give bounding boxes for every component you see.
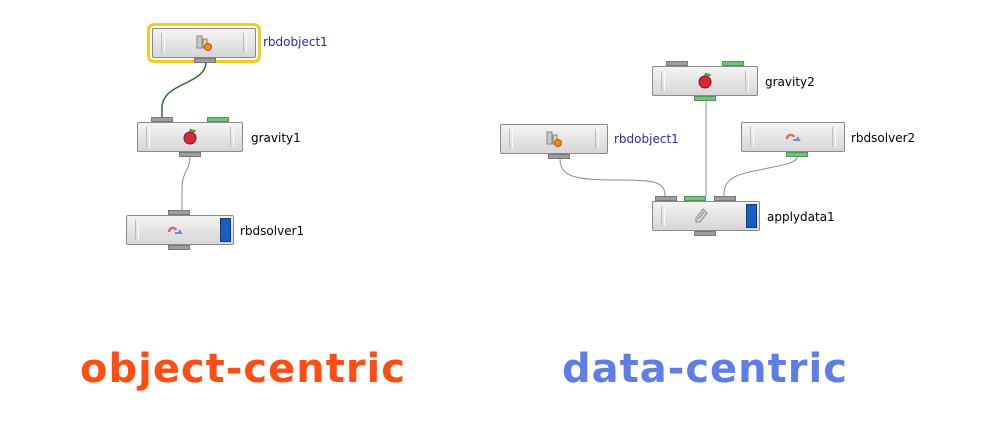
- node-applydata1[interactable]: [652, 196, 760, 236]
- node-gravity2[interactable]: [652, 61, 758, 101]
- applydata-icon: [695, 208, 708, 223]
- display-flag[interactable]: [220, 218, 231, 242]
- wire-gravity1-rbdsolver1[interactable]: [181, 156, 191, 210]
- node-label-applydata1: applydata1: [767, 210, 835, 224]
- wire-rbdobject1-applydata1[interactable]: [559, 158, 666, 197]
- node-rbdsolver1[interactable]: [126, 210, 234, 250]
- node-rbdsolver2[interactable]: [741, 122, 845, 157]
- rbd-object-icon: [546, 131, 562, 147]
- solver-icon: [167, 226, 183, 234]
- gravity-apple-icon: [698, 72, 712, 89]
- node-label-gravity1: gravity1: [251, 131, 301, 145]
- caption-data-centric: data-centric: [562, 346, 848, 392]
- node-label-rbdobject1: rbdobject1: [263, 35, 328, 49]
- node-label-rbdsolver1: rbdsolver1: [240, 224, 305, 238]
- rbd-object-icon: [196, 35, 212, 51]
- node-gravity1[interactable]: [137, 117, 243, 157]
- display-flag[interactable]: [746, 204, 757, 228]
- wire-rbdsolver2-applydata1[interactable]: [723, 156, 798, 197]
- node-label-rbdsolver2: rbdsolver2: [851, 131, 916, 145]
- caption-object-centric: object-centric: [80, 346, 406, 392]
- node-label-rbdobject1-data: rbdobject1: [614, 132, 679, 146]
- node-rbdobject1[interactable]: [147, 23, 261, 63]
- node-label-gravity2: gravity2: [765, 75, 815, 89]
- node-rbdobject1-data[interactable]: [500, 124, 608, 159]
- wire-rbdobject1-gravity1[interactable]: [161, 61, 207, 117]
- solver-icon: [785, 133, 801, 141]
- gravity-apple-icon: [183, 128, 197, 145]
